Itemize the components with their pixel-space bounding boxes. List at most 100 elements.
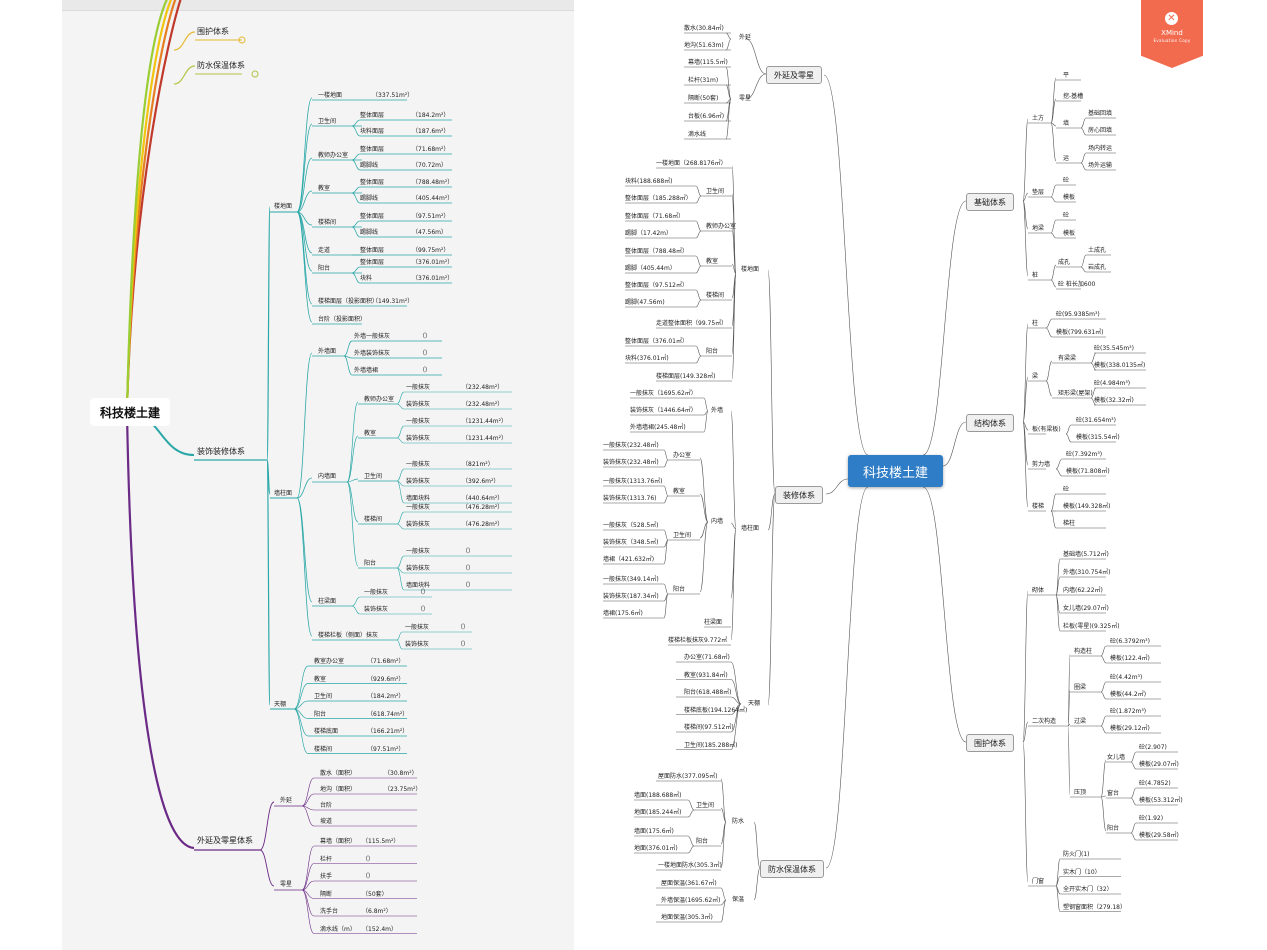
- floor-sub-value[interactable]: （97.51m²）: [412, 213, 450, 220]
- ext-outer-label[interactable]: 外延: [739, 34, 752, 41]
- inner-room-label[interactable]: 卫生间: [364, 473, 383, 480]
- outer-wall-value[interactable]: （）: [419, 350, 432, 357]
- foundation-cushion[interactable]: 垫层: [1032, 189, 1045, 196]
- inner-room[interactable]: 教室: [673, 488, 686, 495]
- stair-rail-item[interactable]: 一般抹灰: [405, 624, 430, 631]
- inner-wall-item[interactable]: 一般抹灰: [406, 548, 431, 555]
- inner-wall-value[interactable]: （476.28m²）: [462, 504, 504, 511]
- floor-item-label[interactable]: 楼梯间: [318, 219, 337, 226]
- coping-sub[interactable]: 窗台: [1107, 790, 1120, 797]
- outer-wall-item[interactable]: 外墙墙裙(245.48㎡): [630, 424, 686, 431]
- beam-sub[interactable]: 有梁梁: [1058, 355, 1077, 362]
- floor-sub[interactable]: 块料(376.01㎡): [625, 355, 669, 362]
- secondary-item[interactable]: 模板(122.4㎡): [1110, 655, 1150, 662]
- ceiling-item-label[interactable]: 楼梯底面: [314, 728, 339, 735]
- door-item[interactable]: 全开实木门（32）: [1063, 886, 1113, 893]
- floor-room[interactable]: 教室: [706, 258, 719, 265]
- coping-sub[interactable]: 阳台: [1107, 825, 1120, 832]
- inner-item[interactable]: 装饰抹灰(187.34㎡): [603, 593, 659, 600]
- column-beam-value[interactable]: （）: [417, 589, 430, 596]
- secondary-item[interactable]: 砼(1.872m³): [1110, 708, 1147, 715]
- structure-shear[interactable]: 剪力墙: [1032, 461, 1051, 468]
- inner-room-label[interactable]: 教室: [364, 430, 377, 437]
- stair-rail-value[interactable]: （）: [457, 624, 470, 631]
- foundation-pile[interactable]: 桩: [1032, 272, 1039, 279]
- floor-item-label[interactable]: 卫生间: [318, 118, 337, 125]
- top-branch-label[interactable]: 防水保温体系: [197, 61, 245, 70]
- inner-wall-value[interactable]: （）: [462, 582, 475, 589]
- ext-misc-value[interactable]: （152.4m）: [362, 925, 398, 933]
- ext-branch-label[interactable]: 外延及零星体系: [197, 836, 253, 845]
- floor-sub[interactable]: 整体面层（185.288㎡）: [625, 195, 692, 202]
- floor-room[interactable]: 楼梯间: [706, 292, 725, 299]
- ceiling-item[interactable]: 楼梯底板(194.1264㎡): [684, 706, 748, 714]
- ext-box[interactable]: 外延及零星: [766, 66, 822, 84]
- inner-item[interactable]: 墙裙(175.6㎡): [603, 610, 643, 617]
- inner-wall-value[interactable]: （392.6m²）: [462, 478, 500, 485]
- floor-item-label[interactable]: 教室: [318, 185, 331, 192]
- ceiling-item[interactable]: 卫生间(185.288㎡): [684, 741, 738, 749]
- pile-item[interactable]: 砼 桩长加600: [1058, 281, 1096, 288]
- collapse-marker-icon[interactable]: [251, 70, 259, 78]
- floor-item[interactable]: 一楼地面（268.8176㎡）: [656, 160, 727, 167]
- floor-sub-label[interactable]: 整体面层: [360, 247, 385, 254]
- ground-beam-item[interactable]: 模板: [1063, 230, 1076, 237]
- floor-sub-value[interactable]: （405.44m²）: [412, 195, 454, 202]
- water-room[interactable]: 阳台: [696, 838, 709, 845]
- masonry-item[interactable]: 女儿墙(29.07㎡): [1063, 605, 1109, 612]
- floor-room[interactable]: 卫生间: [706, 188, 725, 195]
- inner-wall-item[interactable]: 装饰抹灰: [406, 401, 431, 408]
- left-root-node[interactable]: 科技楼土建: [90, 398, 170, 426]
- ext-outer-value[interactable]: （23.75m²）: [384, 786, 422, 793]
- inner-room[interactable]: 卫生间: [673, 532, 692, 539]
- floor-sub[interactable]: 踢脚(47.56m): [625, 299, 665, 306]
- inner-wall-value[interactable]: （）: [462, 565, 475, 572]
- beam-item[interactable]: 模板(338.0135㎡): [1094, 362, 1146, 369]
- floor-sub-value[interactable]: （187.6m²）: [412, 128, 450, 135]
- pile-sub[interactable]: 岩成孔: [1088, 264, 1107, 271]
- foundation-box[interactable]: 基础体系: [966, 193, 1014, 211]
- floor-item-value[interactable]: （337.51m²）: [372, 92, 414, 99]
- column-beam-item[interactable]: 装饰抹灰: [364, 606, 389, 613]
- water-item[interactable]: 一楼地面防水(305.3㎡): [658, 862, 722, 869]
- inner-wall-item[interactable]: 装饰抹灰: [406, 435, 431, 442]
- ext-misc-label[interactable]: 零星: [739, 95, 752, 102]
- ext-misc-label[interactable]: 零星: [280, 881, 293, 888]
- water-sub[interactable]: 墙面(175.6㎡): [634, 828, 674, 835]
- floor-item-value[interactable]: （149.31m²）: [372, 298, 414, 305]
- floor-room[interactable]: 教师办公室: [706, 223, 737, 230]
- inner-wall-value[interactable]: （1231.44m²）: [462, 435, 508, 442]
- ext-outer-item[interactable]: 散水（面积）: [320, 770, 357, 777]
- outer-wall-item[interactable]: 一般抹灰（1695.62㎡）: [630, 390, 697, 397]
- inner-item[interactable]: 一般抹灰(349.14㎡): [603, 576, 659, 583]
- coping-item[interactable]: 砼(4.7852): [1139, 780, 1171, 787]
- ext-misc-item[interactable]: 滴水线（m）: [320, 925, 356, 933]
- floor-sub-value[interactable]: （47.56m）: [412, 229, 448, 236]
- floor-sub-label[interactable]: 整体面层: [360, 146, 385, 153]
- inner-wall-item[interactable]: 装饰抹灰: [406, 478, 431, 485]
- structure-beam[interactable]: 梁: [1032, 373, 1039, 380]
- inner-wall-label[interactable]: 内墙面: [318, 473, 337, 480]
- secondary-group[interactable]: 构造柱: [1074, 648, 1093, 655]
- structure-stair[interactable]: 楼梯: [1032, 503, 1045, 510]
- coping-item[interactable]: 模板(29.07㎡): [1139, 761, 1179, 768]
- insul-item[interactable]: 地面保温(305.3㎡): [661, 914, 713, 921]
- column-beam-value[interactable]: （）: [417, 606, 430, 613]
- ext-outer-item[interactable]: 台阶: [320, 802, 333, 809]
- ext-outer-item[interactable]: 散水(30.84㎡): [684, 25, 724, 32]
- ceiling-item-value[interactable]: （97.51m²）: [367, 745, 405, 753]
- coping-item[interactable]: 模板(29.58㎡): [1139, 832, 1179, 839]
- wall-group-label[interactable]: 墙柱面: [274, 490, 293, 497]
- inner-wall-value[interactable]: （232.48m²）: [462, 384, 504, 391]
- floor-item[interactable]: 楼梯面层(149.328㎡): [656, 373, 716, 380]
- earth-sub[interactable]: 场外运输: [1088, 162, 1113, 169]
- earth-item[interactable]: 运: [1063, 155, 1070, 162]
- ext-misc-value[interactable]: （）: [362, 873, 375, 880]
- floor-label[interactable]: 楼地面: [741, 266, 760, 273]
- floor-sub-label[interactable]: 块料: [360, 275, 373, 282]
- masonry-item[interactable]: 基础墙(5.712㎡): [1063, 551, 1109, 558]
- floor-sub-value[interactable]: （70.72m）: [412, 162, 448, 169]
- slab-item[interactable]: 砼(31.654m³): [1076, 417, 1116, 424]
- insul-label[interactable]: 保温: [732, 896, 745, 903]
- shear-item[interactable]: 模板(71.808㎡): [1066, 468, 1110, 475]
